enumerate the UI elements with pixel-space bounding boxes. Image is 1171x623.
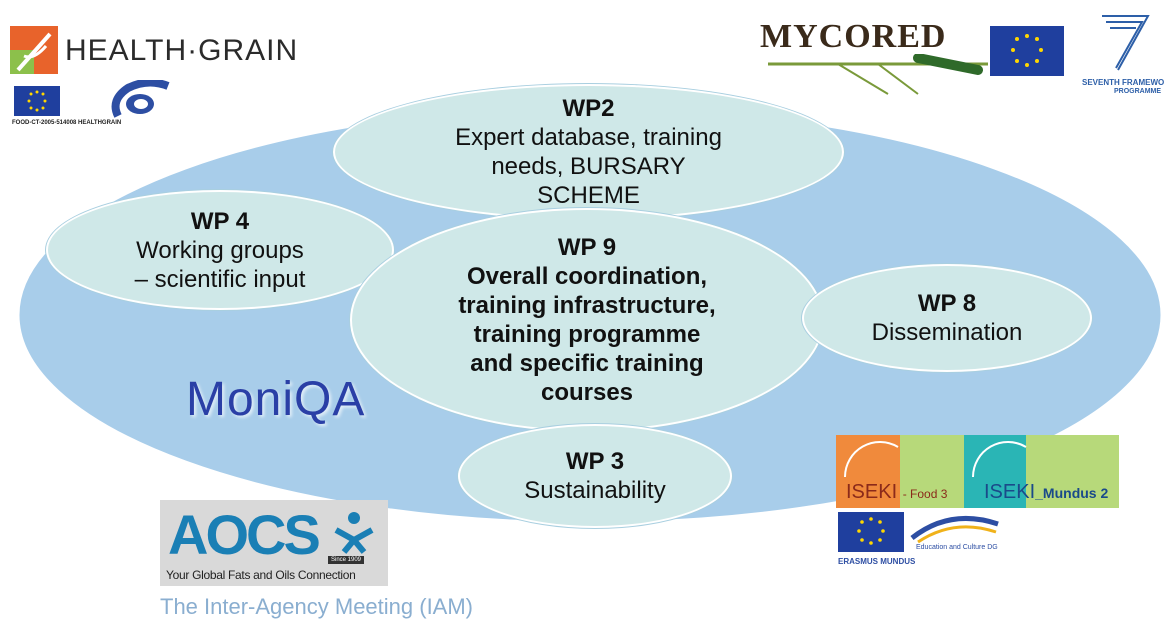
- moniqa-label: MoniQA: [186, 373, 366, 426]
- erasmus-mundus-caption: ERASMUS MUNDUS: [838, 557, 916, 566]
- wp9-title: WP 9: [557, 234, 617, 261]
- wp8-bubble: WP 8 Dissemination: [802, 264, 1092, 372]
- wp2-title: WP2: [562, 95, 615, 122]
- aocs-since-badge: Since 1909: [328, 556, 365, 564]
- iseki-food-text: ISEKI: [846, 481, 898, 503]
- iseki-gauge-icon: [844, 441, 899, 478]
- healthgrain-text: HEALTH·GRAIN: [65, 34, 299, 67]
- wp2-line: needs, BURSARY: [491, 153, 686, 180]
- wp3-bubble: WP 3 Sustainability: [458, 424, 732, 528]
- eu-flag-icon: [990, 26, 1064, 76]
- wp4-line: – scientific input: [134, 265, 306, 293]
- aocs-text: AOCS: [168, 503, 321, 566]
- wp2-line: Expert database, training: [455, 124, 722, 151]
- healthgrain-logo: HEALTH·GRAIN FOOD-CT-2005-514008 HEALTHG…: [0, 0, 360, 140]
- wp2-bubble: WP2 Expert database, training needs, BUR…: [333, 84, 844, 220]
- mycored-wheat-icon: [768, 54, 988, 95]
- aocs-figure-icon: [334, 512, 374, 554]
- healthgrain-mark-icon: [10, 26, 58, 74]
- eu-flag-icon: [838, 512, 904, 552]
- mycored-logo-box: MYCORED SEVENTH FRAMEWO PROGRAMME: [748, 0, 1171, 104]
- aocs-tagline: Your Global Fats and Oils Connection: [166, 568, 356, 582]
- wp3-title: WP 3: [565, 448, 625, 475]
- iseki-gauge-icon: [972, 441, 1027, 478]
- mycored-text: MYCORED: [760, 18, 947, 55]
- eu-flag-icon: [14, 86, 60, 116]
- seventh-framework-caption-1: SEVENTH FRAMEWO: [1082, 78, 1165, 87]
- wp4-bubble: WP 4 Working groups – scientific input: [46, 190, 394, 310]
- wp8-line: Dissemination: [871, 319, 1023, 346]
- wp9-line: courses: [540, 379, 634, 406]
- wp8-title: WP 8: [917, 290, 977, 317]
- wp9-bubble: WP 9 Overall coordination, training infr…: [350, 208, 824, 432]
- wp3-line: Sustainability: [524, 477, 666, 504]
- iseki-mundus-text: ISEKI: [984, 481, 1036, 503]
- wp2-line: SCHEME: [537, 182, 640, 209]
- education-culture-caption: Education and Culture DG: [916, 544, 998, 551]
- iseki-food-label: ISEKI - Food 3: [846, 481, 947, 504]
- fp6-logo-icon: [111, 80, 170, 118]
- seventh-framework-icon: [1102, 15, 1150, 71]
- iseki-mundus-suffix: _Mundus 2: [1035, 485, 1109, 501]
- iseki-food-suffix: - Food 3: [902, 487, 948, 501]
- wp9-line: training programme: [473, 321, 701, 348]
- education-culture-swoosh-icon: [910, 516, 999, 544]
- wp9-line: training infrastructure,: [458, 292, 716, 319]
- iseki-food-block: [836, 435, 900, 508]
- seventh-framework-caption-2: PROGRAMME: [1114, 88, 1162, 95]
- wp9-line: Overall coordination,: [466, 263, 708, 290]
- wp9-line: and specific training: [470, 350, 704, 377]
- footer-caption: The Inter-Agency Meeting (IAM): [160, 594, 474, 619]
- iseki-mundus-label: ISEKI_Mundus 2: [984, 481, 1108, 504]
- healthgrain-caption: FOOD-CT-2005-514008 HEALTHGRAIN: [12, 120, 122, 126]
- wp4-line: Working groups: [136, 236, 304, 264]
- aocs-logo: AOCS Since 1909 Your Global Fats and Oil…: [160, 500, 388, 586]
- wp4-title: WP 4: [190, 207, 250, 235]
- iseki-logo: ISEKI - Food 3 ISEKI_Mundus 2: [836, 435, 1119, 508]
